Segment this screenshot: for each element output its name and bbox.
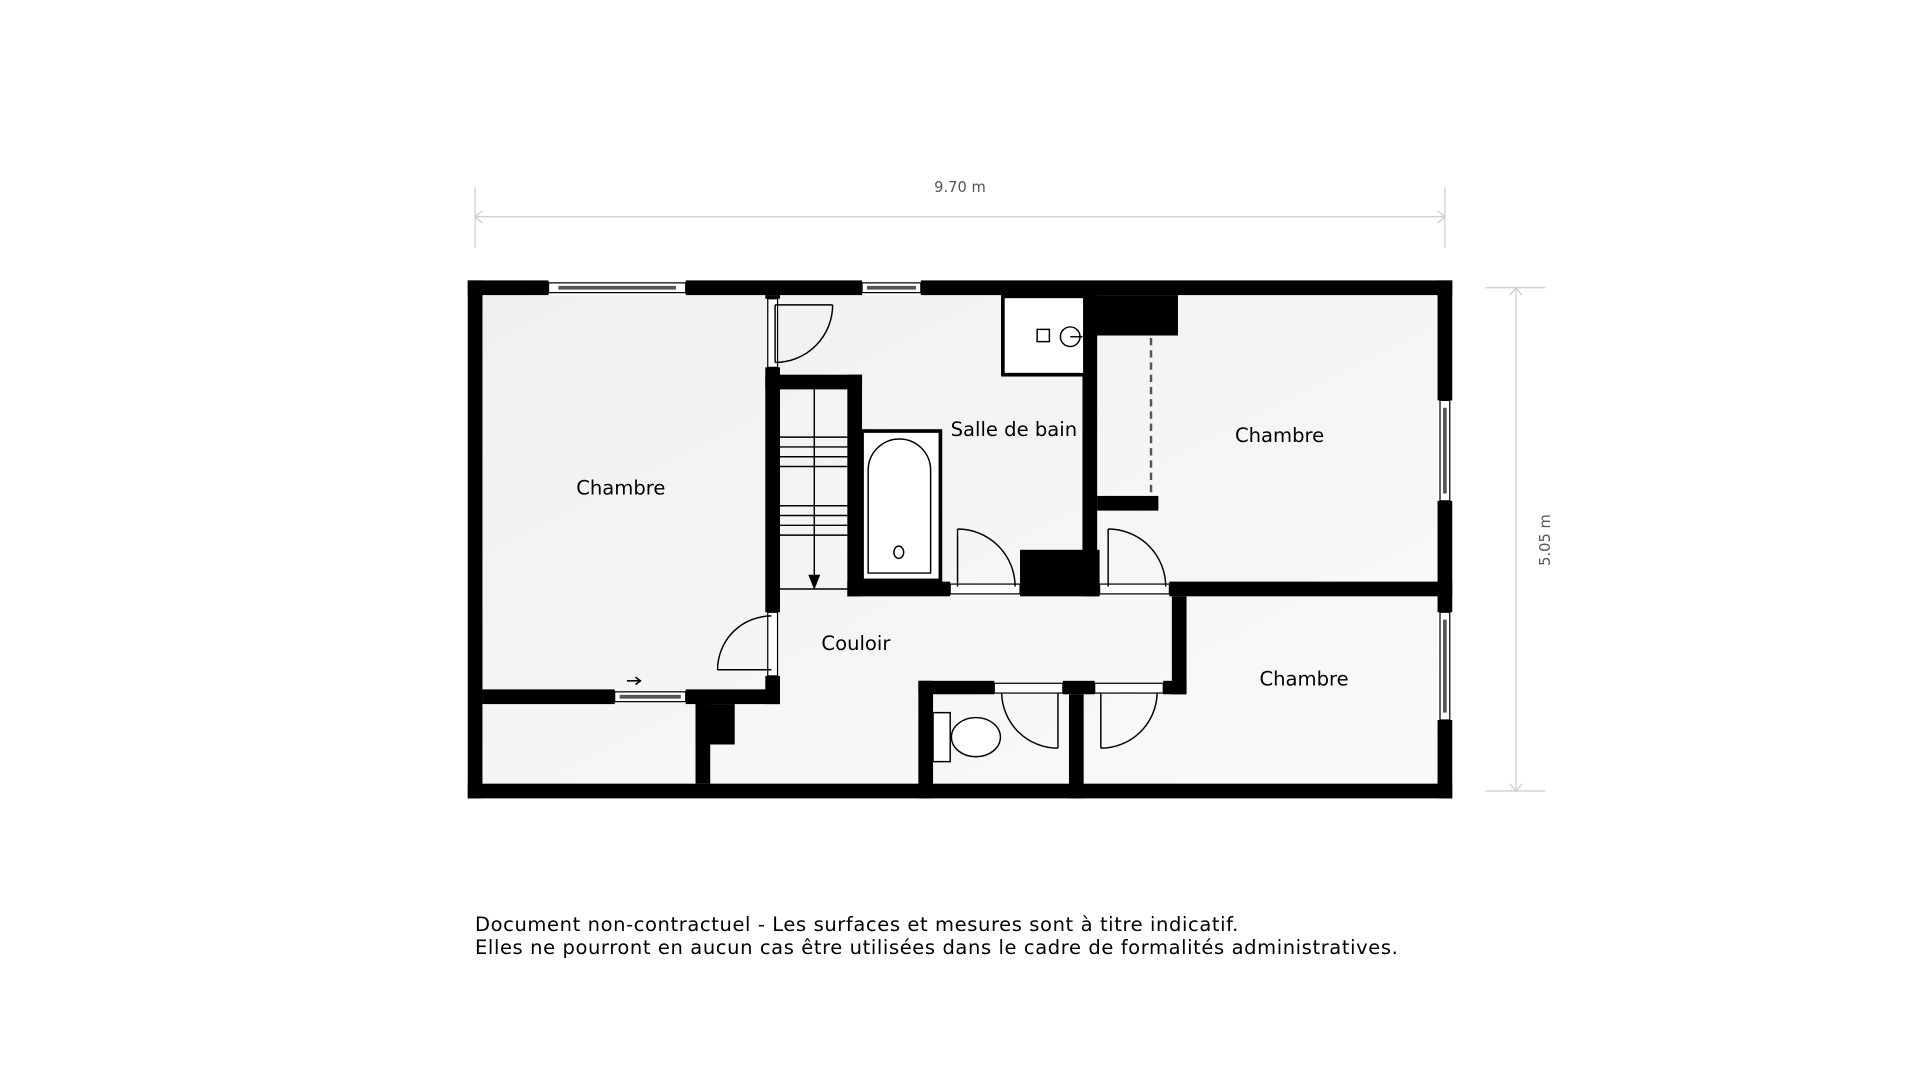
doors: [716, 304, 1167, 749]
windows: [547, 282, 1451, 721]
bathtub: [860, 429, 943, 583]
room-label-chambre-left: Chambre: [576, 477, 665, 500]
floor: [482, 295, 1438, 784]
height-dimension: [1485, 286, 1546, 792]
disclaimer: Document non-contractuel - Les surfaces …: [475, 913, 1398, 959]
room-label-couloir: Couloir: [821, 632, 891, 655]
height-dimension-label: 5.05 m: [1537, 514, 1554, 566]
width-dimension: [474, 187, 1446, 248]
room-label-chambre-bottom-right: Chambre: [1259, 668, 1348, 691]
arrow-icon: [626, 676, 642, 686]
room-label-chambre-top-right: Chambre: [1235, 424, 1324, 447]
disclaimer-line-1: Document non-contractuel - Les surfaces …: [475, 913, 1239, 936]
toilet: [932, 711, 1002, 763]
disclaimer-line-2: Elles ne pourront en aucun cas être util…: [475, 936, 1399, 959]
shower-sink: [1001, 294, 1087, 377]
width-dimension-label: 9.70 m: [934, 179, 986, 196]
room-label-salle-de-bain: Salle de bain: [951, 418, 1078, 441]
staircase[interactable]: [780, 389, 848, 590]
